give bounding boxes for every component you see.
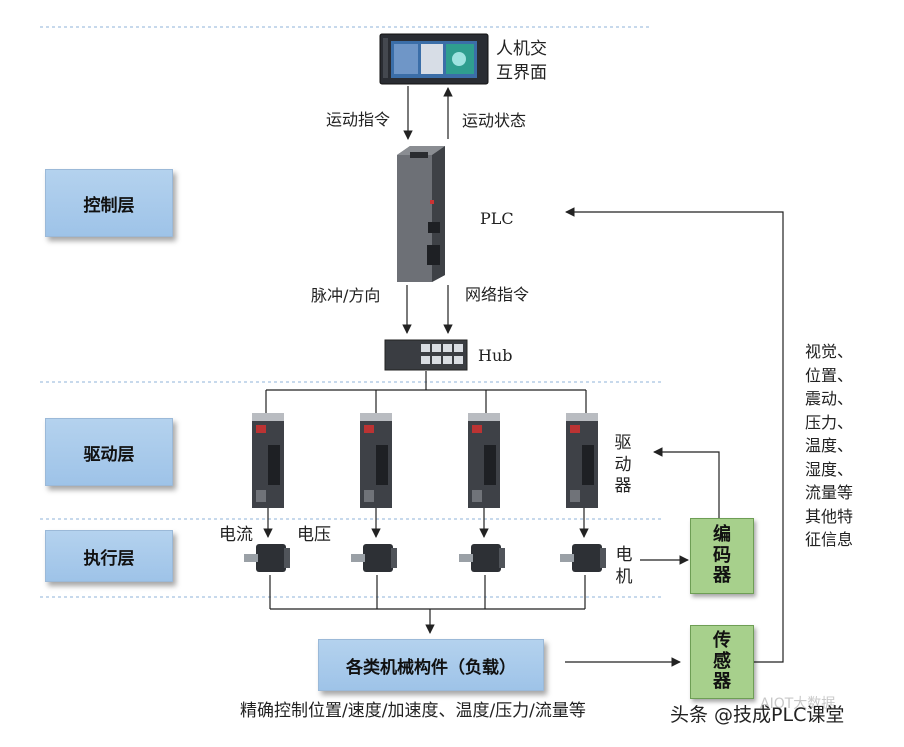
sensor-to-plc-arrow [565,207,784,663]
encoder-label: 编 码 器 [712,523,732,587]
layer-separators [40,26,662,598]
motor-to-load-lines [269,575,586,634]
driver-label-char: 器 [614,476,632,497]
driver-label: 驱 动 器 [613,433,633,498]
hmi-label-line1: 人机交 [496,39,547,59]
hub-to-drivers-lines [265,371,587,413]
load-label: 各类机械构件（负载） [346,657,516,678]
feedback-line: 征信息 [805,530,854,549]
servo-drivers [252,413,598,508]
sensor-label: 传 感 器 [712,629,732,693]
servo-driver-icon [468,413,500,508]
current-label: 电流 [219,525,253,545]
feedback-line: 温度、 [805,436,854,455]
motor-label: 电 机 [614,545,634,588]
encoder-label-char: 编 [713,523,731,545]
plc-device-icon [397,146,445,282]
servo-driver-icon [252,413,284,508]
control-layer-label: 控制层 [83,195,135,216]
load-box: 各类机械构件（负载） [318,639,544,691]
driver-to-motor-arrows [263,508,589,538]
sensor-label-char: 传 [713,629,731,651]
control-targets-caption: 精确控制位置/速度/加速度、温度/压力/流量等 [240,701,586,721]
plc-label: PLC [480,209,514,228]
drive-layer-box: 驱动层 [45,418,173,486]
sensor-box: 传 感 器 [690,625,754,699]
voltage-label: 电压 [297,525,331,545]
control-layer-box: 控制层 [45,169,173,237]
encoder-box: 编 码 器 [690,518,754,594]
motor-label-char: 机 [615,566,633,587]
feedback-line: 流量等 [805,483,854,502]
watermark-faint: AIOT大数据 [760,696,836,712]
motor-icon [560,544,606,572]
execution-layer-box: 执行层 [45,530,173,582]
feedback-line: 其他特 [805,506,854,526]
network-command-label: 网络指令 [465,285,530,304]
motor-label-char: 电 [615,545,633,565]
motor-icon [351,544,397,572]
watermark: 头条 @技成PLC课堂 [670,704,845,726]
feedback-line: 压力、 [805,412,854,432]
hub-device-icon [384,339,468,371]
pulse-direction-label: 脉冲/方向 [311,286,381,305]
encoder-label-char: 码 [713,544,731,566]
execution-layer-label: 执行层 [83,548,135,569]
feedback-info-list: 视觉、 位置、 震动、 压力、 温度、 湿度、 流量等 其他特 征信息 [805,340,853,552]
feedback-line: 湿度、 [805,459,854,479]
motion-command-label: 运动指令 [326,110,391,129]
sensor-label-char: 器 [713,671,731,693]
motor-icon [459,544,505,572]
hmi-label-line2: 互界面 [496,63,547,83]
encoder-label-char: 器 [713,565,731,587]
drive-layer-label: 驱动层 [83,444,135,465]
servo-driver-icon [566,413,598,508]
hub-label: Hub [478,346,513,365]
motor-icon [244,544,290,572]
motion-status-label: 运动状态 [462,111,527,130]
feedback-line: 震动、 [805,389,854,408]
hmi-device-icon [379,33,489,85]
servo-motors [244,544,606,572]
encoder-to-driver-arrow [653,447,720,518]
driver-label-char: 动 [614,454,632,475]
servo-driver-icon [360,413,392,508]
driver-label-char: 驱 [614,433,632,453]
sensor-label-char: 感 [713,650,731,672]
feedback-line: 视觉、 [805,342,854,361]
feedback-line: 位置、 [805,365,854,385]
